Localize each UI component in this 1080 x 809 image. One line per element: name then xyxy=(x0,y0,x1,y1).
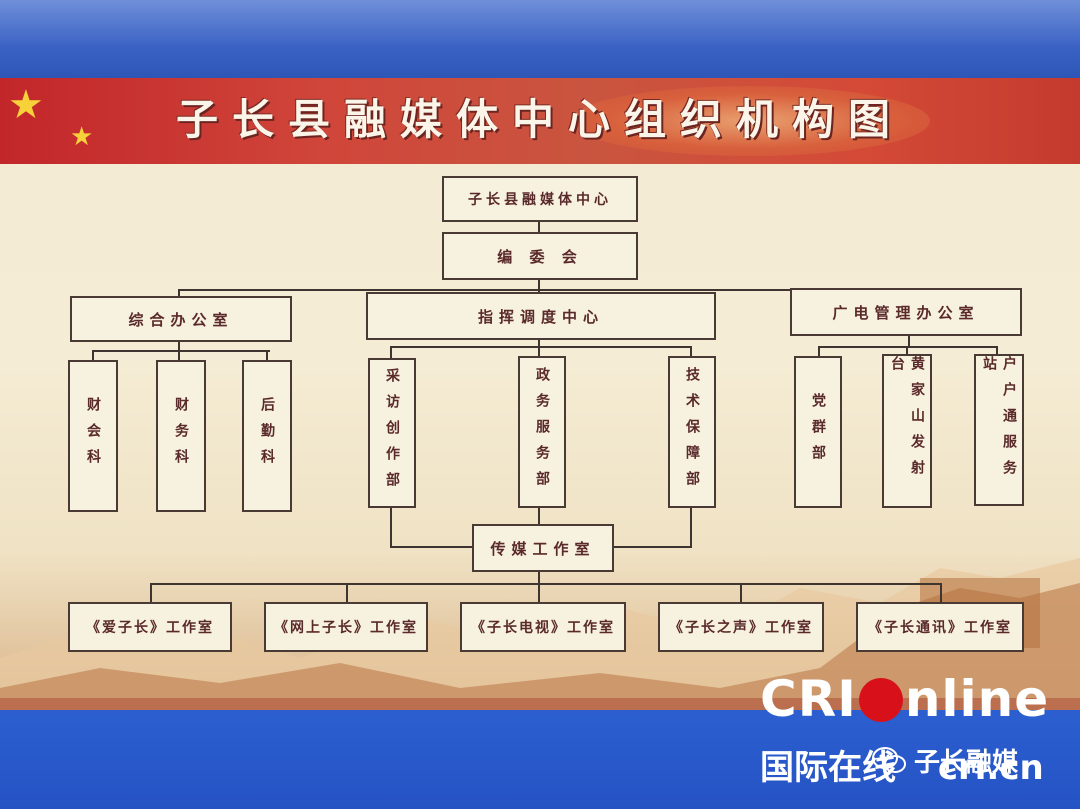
flag-small-star-icon: ★ xyxy=(70,122,94,152)
unit-card: 财务科 xyxy=(156,360,206,512)
cri-logo-left: CR xyxy=(760,670,838,728)
cri-logo-i: I xyxy=(837,670,857,728)
studio2-link xyxy=(346,583,348,603)
studio3-link xyxy=(538,583,540,603)
committee-down-connector xyxy=(538,280,540,290)
org-chart-poster: ★ ★ 子长县融媒体中心组织机构图 子长县融媒体中心 编 委 会 综合办公室 指… xyxy=(0,78,1080,710)
dept3-units-down xyxy=(908,336,910,346)
studio-node: 《子长之声》工作室 xyxy=(658,602,824,652)
unit-card: 采访创作部 xyxy=(368,358,416,508)
studios-horizontal xyxy=(150,583,942,585)
banner-glow xyxy=(570,86,930,156)
dept1-units-horizontal xyxy=(92,350,270,352)
unit-card: 技术保障部 xyxy=(668,356,716,508)
unit-card: 财会科 xyxy=(68,360,118,512)
wechat-account-name: 子长融媒 xyxy=(914,748,1019,778)
unit-card: 黄家山发射台 xyxy=(882,354,932,508)
production-left-join xyxy=(390,546,472,548)
dept2-unit2-link xyxy=(538,346,540,356)
unit-card: 户户通服务站 xyxy=(974,354,1024,506)
wechat-watermark: 子长融媒 xyxy=(872,742,1018,779)
studio-node: 《子长通讯》工作室 xyxy=(856,602,1024,652)
bottom-wall-band xyxy=(0,708,1080,809)
dept1-connector xyxy=(178,289,180,297)
studio5-link xyxy=(940,583,942,603)
dept3-unit3-link xyxy=(996,346,998,354)
dept1-unit3-link xyxy=(266,350,268,360)
dept3-unit2-link xyxy=(906,346,908,354)
unit-card: 政务服务部 xyxy=(518,356,566,508)
production-right-bracket xyxy=(690,508,692,548)
dept2-unit3-link xyxy=(690,346,692,356)
cri-logo-right: nline xyxy=(904,670,1050,728)
wechat-icon xyxy=(872,746,906,773)
studio-node: 《网上子长》工作室 xyxy=(264,602,428,652)
cri-red-dot-icon xyxy=(858,678,903,722)
dept3-units-horizontal xyxy=(818,346,998,348)
dept2-unit1-link xyxy=(390,346,392,358)
committee-node: 编 委 会 xyxy=(442,232,638,280)
cri-domain: cri.cn xyxy=(937,748,1044,788)
title-banner: ★ ★ 子长县融媒体中心组织机构图 xyxy=(0,78,1080,164)
production-center-link xyxy=(538,508,540,524)
root-node: 子长县融媒体中心 xyxy=(442,176,638,222)
flag-star-icon: ★ xyxy=(8,82,44,128)
studio4-link xyxy=(740,583,742,603)
studio1-link xyxy=(150,583,152,603)
dept-horizontal-connector xyxy=(178,289,910,291)
dept3-unit1-link xyxy=(818,346,820,356)
studio-node: 《爱子长》工作室 xyxy=(68,602,232,652)
dept2-units-horizontal xyxy=(390,346,692,348)
production-studio-node: 传媒工作室 xyxy=(472,524,614,572)
dept-dispatch-center: 指挥调度中心 xyxy=(366,292,716,340)
production-left-bracket xyxy=(390,508,392,548)
studios-down-connector xyxy=(538,572,540,584)
studio-node: 《子长电视》工作室 xyxy=(460,602,626,652)
top-wall-band xyxy=(0,0,1080,80)
unit-card: 党群部 xyxy=(794,356,842,508)
chart-title: 子长县融媒体中心组织机构图 xyxy=(175,95,904,144)
unit-card: 后勤科 xyxy=(242,360,292,512)
dept1-units-down xyxy=(178,340,180,350)
dept2-units-down xyxy=(538,340,540,346)
dept-broadcast-office: 广电管理办公室 xyxy=(790,288,1022,336)
production-right-join xyxy=(612,546,692,548)
dept-general-office: 综合办公室 xyxy=(70,296,292,342)
root-committee-connector xyxy=(538,222,540,232)
dept1-unit1-link xyxy=(92,350,94,360)
dept1-unit2-link xyxy=(178,350,180,360)
